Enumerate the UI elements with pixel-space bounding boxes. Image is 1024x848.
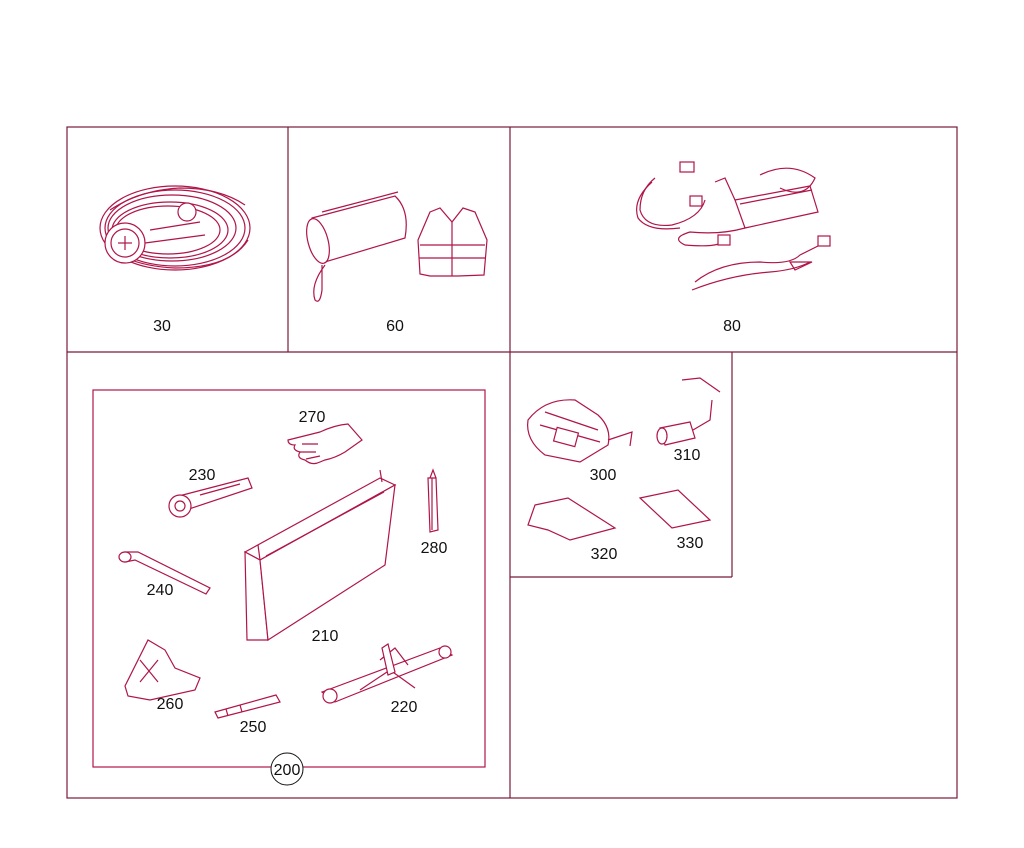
callout-60: 60: [386, 318, 404, 335]
callout-230: 230: [189, 467, 216, 484]
callout-300: 300: [590, 467, 617, 484]
part-80-charger-cable-set[interactable]: [636, 161, 831, 291]
part-260-wheel-chock[interactable]: [124, 639, 201, 701]
callout-330: 330: [677, 535, 704, 552]
svg-text:200: 200: [274, 762, 301, 779]
part-270-glove[interactable]: [287, 423, 363, 465]
part-330-label[interactable]: [638, 489, 712, 529]
part-280-screwdriver[interactable]: [427, 468, 439, 533]
callout-220: 220: [391, 699, 418, 716]
callout-30: 30: [153, 318, 171, 335]
callout-250: 250: [240, 719, 267, 736]
part-30-tire-inflation-hose[interactable]: [99, 185, 251, 271]
grid-frame: [66, 126, 958, 799]
callout-80: 80: [723, 318, 741, 335]
callout-200: 200: [270, 752, 304, 786]
callout-320: 320: [591, 546, 618, 563]
part-220-scissor-jack[interactable]: [320, 643, 454, 704]
part-310-sealant-bottle[interactable]: [656, 377, 721, 446]
callout-210: 210: [312, 628, 339, 645]
callout-270: 270: [299, 409, 326, 426]
part-320-sticker[interactable]: [527, 497, 617, 541]
part-210-tool-box[interactable]: [243, 469, 397, 642]
part-240-lug-wrench[interactable]: [118, 551, 211, 595]
part-230-wheel-wrench[interactable]: [168, 477, 253, 518]
part-250-extension-bar[interactable]: [214, 694, 281, 719]
callout-310: 310: [674, 447, 701, 464]
callout-240: 240: [147, 582, 174, 599]
part-60-pouch-and-safety-vest[interactable]: [302, 191, 488, 302]
part-300-tire-compressor[interactable]: [527, 399, 633, 463]
callout-280: 280: [421, 540, 448, 557]
callout-260: 260: [157, 696, 184, 713]
